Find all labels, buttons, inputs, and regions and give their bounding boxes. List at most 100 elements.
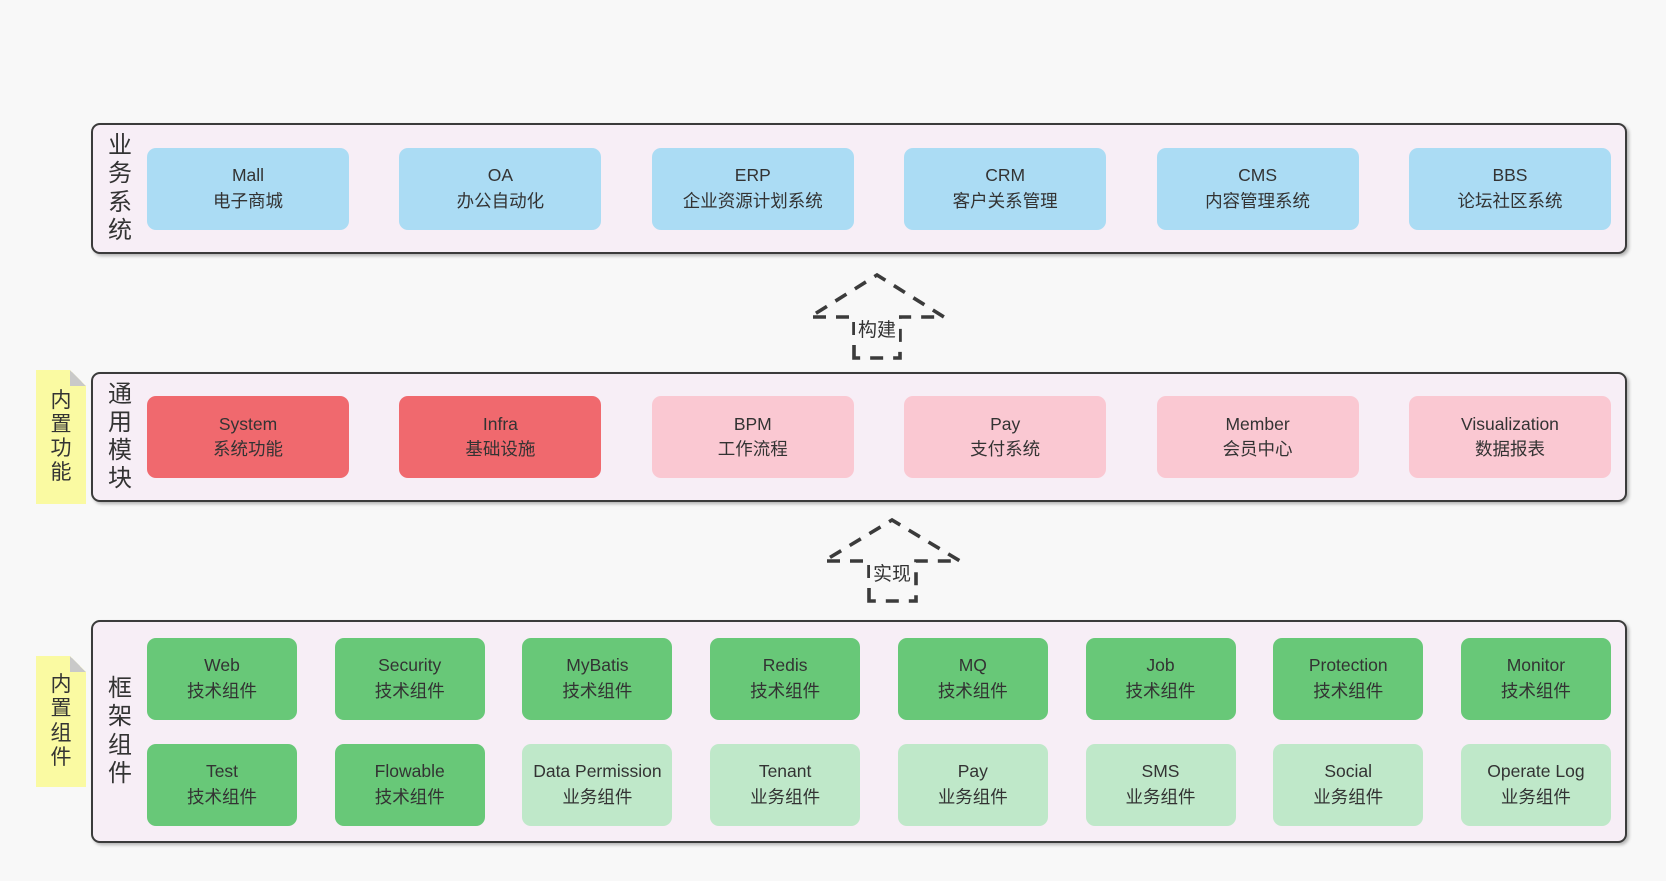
box-social: Social 业务组件 [1273,743,1424,826]
box-title: Job [1146,655,1175,676]
box-subtitle: 内容管理系统 [1205,190,1311,211]
box-subtitle: 企业资源计划系统 [682,190,823,211]
box-protection: Protection 技术组件 [1273,637,1424,720]
box-erp: ERP 企业资源计划系统 [651,147,854,230]
box-title: Mall [231,165,265,186]
box-subtitle: 系统功能 [213,439,283,459]
box-subtitle: 业务组件 [937,786,1008,807]
box-oa: OA 办公自动化 [399,147,602,230]
common-modules-row: System 系统功能 Infra 基础设施 BPM 工作流程 Pay 支付系统… [147,396,1611,478]
sticky-note-builtin-features: 内置功能 [36,370,86,504]
box-data-permission: Data Permission 业务组件 [522,743,673,826]
tech-components-row: Web 技术组件 Security 技术组件 MyBatis 技术组件 Redi… [147,637,1611,720]
box-subtitle: 办公自动化 [456,190,545,211]
box-title: Flowable [374,761,445,782]
box-title: Visualization [1460,413,1559,434]
box-cms: CMS 内容管理系统 [1156,147,1359,230]
biz-components-row: Test 技术组件 Flowable 技术组件 Data Permission … [147,743,1611,826]
box-pay-component: Pay 业务组件 [897,743,1048,826]
box-title: BBS [1492,165,1528,186]
box-title: Pay [957,761,988,782]
box-subtitle: 业务组件 [1125,786,1196,807]
section-label-column: 框架组件 [93,622,147,841]
box-title: Protection [1308,655,1388,676]
box-subtitle: 业务组件 [1500,786,1571,807]
box-title: Tenant [758,761,812,782]
box-tenant: Tenant 业务组件 [710,743,861,826]
box-title: CRM [985,165,1026,186]
box-subtitle: 技术组件 [374,786,445,807]
dashed-up-arrow-icon [806,272,948,360]
box-subtitle: 会员中心 [1222,439,1293,459]
box-title: Web [204,655,240,676]
section-business-systems: 业务系统 Mall 电子商城 OA 办公自动化 ERP 企业资源计划系统 CRM… [91,123,1627,254]
box-subtitle: 技术组件 [562,680,633,701]
box-subtitle: 论坛社区系统 [1457,190,1563,211]
box-title: Monitor [1506,655,1566,676]
box-title: ERP [734,165,771,186]
box-subtitle: 业务组件 [1313,786,1384,807]
box-title: Redis [762,655,808,676]
box-title: Social [1324,761,1373,782]
section-label-column: 通用模块 [93,374,147,500]
box-mybatis: MyBatis 技术组件 [522,637,673,720]
box-crm: CRM 客户关系管理 [904,147,1107,230]
box-member: Member 会员中心 [1156,396,1359,478]
box-title: Pay [990,413,1021,434]
box-title: SMS [1141,761,1180,782]
box-subtitle: 技术组件 [187,680,257,701]
box-security: Security 技术组件 [334,637,485,720]
box-title: Operate Log [1487,761,1585,782]
box-sms: SMS 业务组件 [1085,743,1236,826]
box-title: Data Permission [533,761,662,782]
box-title: BPM [733,413,772,434]
box-subtitle: 业务组件 [562,786,633,807]
section-title-business: 业务系统 [108,132,132,244]
section-title-modules: 通用模块 [108,380,132,493]
box-system: System 系统功能 [147,396,349,478]
box-visualization: Visualization 数据报表 [1408,396,1611,478]
folded-corner [70,656,86,672]
box-title: Security [378,655,442,676]
box-title: Infra [482,413,518,434]
box-job: Job 技术组件 [1085,637,1236,720]
business-systems-row: Mall 电子商城 OA 办公自动化 ERP 企业资源计划系统 CRM 客户关系… [147,147,1611,230]
sticky-label: 内置功能 [50,388,72,485]
sticky-label: 内置组件 [50,673,72,769]
box-title: Test [205,761,239,782]
box-operate-log: Operate Log 业务组件 [1460,743,1611,826]
arrow-implement-label: 实现 [869,558,915,586]
folded-corner [70,370,86,386]
box-title: MQ [958,655,987,676]
box-subtitle: 工作流程 [717,439,788,459]
arrow-implement: 实现 [820,516,964,605]
box-mq: MQ 技术组件 [897,637,1048,720]
arrow-build-label: 构建 [854,314,900,342]
box-infra: Infra 基础设施 [399,396,602,478]
box-web: Web 技术组件 [147,637,297,720]
section-label-column: 业务系统 [93,125,147,252]
sticky-note-builtin-components: 内置组件 [36,656,86,787]
box-bpm: BPM 工作流程 [651,396,854,478]
arrow-build: 构建 [806,271,948,362]
box-subtitle: 技术组件 [1500,680,1571,701]
box-title: CMS [1238,165,1277,186]
box-test: Test 技术组件 [147,743,297,826]
box-subtitle: 技术组件 [750,680,821,701]
box-subtitle: 电子商城 [213,190,283,211]
section-title-components: 框架组件 [108,675,132,787]
box-title: MyBatis [566,655,629,676]
box-redis: Redis 技术组件 [710,637,861,720]
box-subtitle: 基础设施 [465,439,536,459]
section-framework-components: 框架组件 Web 技术组件 Security 技术组件 MyBatis 技术组件… [91,620,1627,843]
box-subtitle: 技术组件 [1313,680,1384,701]
box-subtitle: 技术组件 [187,786,257,807]
box-monitor: Monitor 技术组件 [1460,637,1611,720]
box-subtitle: 支付系统 [970,439,1041,459]
dashed-up-arrow-icon [820,517,964,603]
box-title: OA [487,165,514,186]
box-title: Member [1225,413,1290,434]
box-mall: Mall 电子商城 [147,147,349,230]
box-subtitle: 数据报表 [1474,439,1545,459]
box-subtitle: 技术组件 [374,680,445,701]
